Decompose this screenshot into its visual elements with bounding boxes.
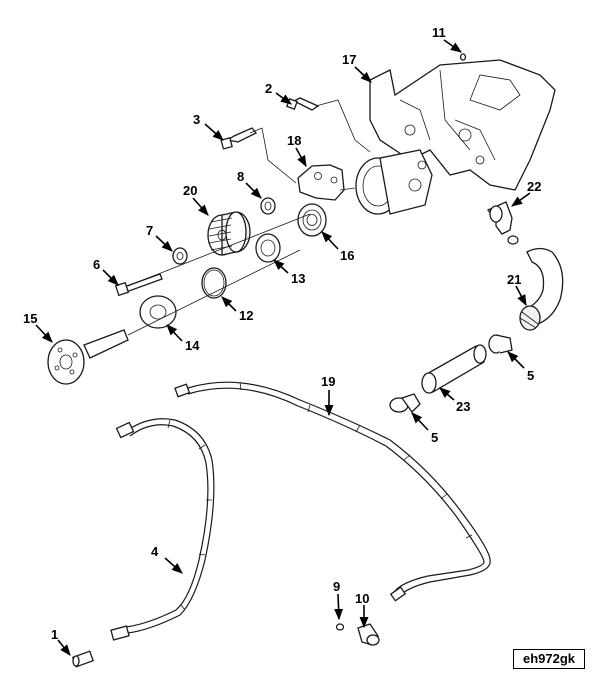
bolt-6 [114,273,163,297]
callout-4: 4 [151,544,159,559]
elbow-5-upper [488,334,513,354]
callout-1: 1 [51,627,58,642]
o-ring-9 [335,623,345,631]
bearing-16 [297,203,327,237]
bolt-3 [220,127,258,150]
callout-11: 11 [432,25,446,40]
callout-3: 3 [193,112,200,127]
elbow-fitting-10 [357,623,380,646]
hose-assembly-19 [174,381,491,602]
spacer-8 [260,197,276,215]
seal-14 [139,295,177,329]
washer-7 [172,247,188,265]
callout-20: 20 [183,183,197,198]
callout-15: 15 [23,311,37,326]
callout-12: 12 [239,308,253,323]
dowel-pin-11 [459,53,467,61]
callout-2: 2 [265,81,272,96]
callout-9: 9 [333,579,340,594]
bolt-2 [286,97,320,111]
callout-7: 7 [146,223,153,238]
callout-5-lower: 5 [431,430,438,445]
callout-21: 21 [507,272,521,287]
callout-labels: 11 17 2 3 18 8 20 7 6 16 13 12 14 15 22 … [23,25,541,642]
alignment-lines [127,99,371,336]
grooved-pulley-20 [207,211,251,256]
callout-8: 8 [237,169,244,184]
curved-hose-21 [519,247,564,331]
callout-16: 16 [340,248,354,263]
tube-23 [421,344,487,394]
hose-assembly-4 [110,418,215,641]
mounting-bracket-17 [355,59,556,215]
callout-22: 22 [527,179,541,194]
o-ring-22b [507,235,519,245]
flanged-shaft-15 [47,329,129,385]
snap-ring-12 [201,267,227,299]
tensioner-arm-18 [297,164,345,201]
callout-23: 23 [456,399,470,414]
callout-6: 6 [93,257,100,272]
callout-5-upper: 5 [527,368,534,383]
bearing-13 [255,233,281,263]
callout-18: 18 [287,133,301,148]
callout-13: 13 [291,271,305,286]
leader-arrows [35,39,531,656]
callout-19: 19 [321,374,335,389]
figure-id-label: eh972gk [513,649,585,669]
callout-17: 17 [342,52,356,67]
callout-10: 10 [355,591,369,606]
elbow-5-lower [389,393,421,414]
callout-14: 14 [185,338,200,353]
adapter-fitting-1 [71,650,95,668]
elbow-fitting-22 [486,201,513,235]
